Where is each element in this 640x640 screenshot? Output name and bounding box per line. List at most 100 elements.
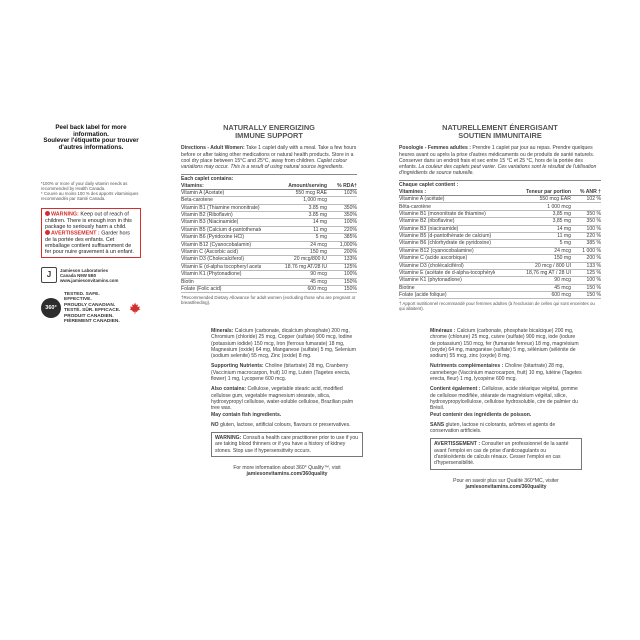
fr-minerals: Minéraux : Calcium (carbonate, phosphate…	[430, 328, 579, 360]
nutrient-percent: 102%	[343, 189, 357, 196]
nutrient-amount: 1 000 mcg	[547, 203, 571, 210]
nutrient-name: Beta-carotene	[181, 197, 213, 204]
fr-supporting: Nutriments complémentaires : Choline (bi…	[430, 363, 582, 383]
nutrient-name: Vitamin A (Acetate)	[181, 189, 225, 196]
fr-title: NATURELLEMENT ÉNERGISANT SOUTIEN IMMUNIT…	[442, 123, 558, 141]
nutrient-name: Vitamine B2 (riboflavine)	[399, 218, 455, 225]
nutrient-percent: 350 %	[586, 210, 601, 217]
english-ingredients: Minerals: Calcium (carbonate, dicalcium …	[211, 328, 363, 478]
nutrient-name: Vitamine D3 (cholécalciférol)	[399, 262, 464, 269]
table-row: Vitamine D3 (cholécalciférol) 20 mcg / 80…	[399, 263, 601, 270]
nutrient-amount: 90 mcg	[554, 277, 571, 284]
nutrient-percent: 385%	[343, 234, 357, 241]
fr-no-list: SANS gluten, lactose ni colorants, arôme…	[430, 421, 556, 435]
nutrient-percent: 1,000%	[339, 241, 357, 248]
nutrient-amount: 24 mcg	[554, 247, 571, 254]
en-also-contains: Also contains: Cellulose, vegetable stea…	[211, 386, 354, 418]
daily-needs-note: *100% or more of your daily vitamin need…	[41, 181, 139, 202]
nutrient-percent: 150 %	[586, 284, 601, 291]
table-row: Bêta-carotène 1 000 mcg	[399, 203, 601, 211]
nutrient-amount: 150 mg	[554, 255, 571, 262]
nutrient-amount: 5 mg	[559, 240, 571, 247]
nutrient-amount: 18.76 mg AT/28 IU	[284, 263, 327, 270]
nutrient-percent: 102 %	[586, 196, 601, 203]
nutrient-amount: 18,76 mg AT / 28 UI	[526, 270, 571, 277]
nutrient-name: Vitamin B6 (Pyridoxine HCl)	[181, 234, 245, 241]
nutrient-name: Vitamine C (acide ascorbique)	[399, 255, 468, 262]
en-nutrition-table: Each caplet contains: Vitamins: Amount/s…	[181, 174, 357, 294]
nutrient-amount: 45 mcg	[554, 284, 571, 291]
nutrient-name: Vitamine A (acétate)	[399, 196, 445, 203]
warning-dot-icon	[45, 211, 50, 217]
en-more-info: For more information about 360° Quality™…	[233, 465, 341, 478]
nutrient-percent: 150%	[343, 278, 357, 285]
nutrient-amount: 3,85 mg	[552, 210, 571, 217]
table-row: Vitamine B1 (mononitrate de thiamine) 3,8…	[399, 210, 601, 219]
nutrient-amount: 550 mcg RAE	[295, 189, 327, 196]
table-row: Vitamine E (acétate de d-alpha-tocophéry…	[399, 270, 601, 278]
nutrient-amount: 20 mcg / 800 UI	[535, 262, 571, 269]
nutrient-percent: 150%	[343, 285, 357, 292]
nutrient-amount: 90 mcg	[310, 271, 327, 278]
en-no-list: NO gluten, lactose, artificial colours, …	[211, 421, 351, 428]
nutrient-amount: 3.85 mg	[308, 212, 327, 219]
nutrient-percent: 350%	[343, 204, 357, 211]
company-info: J Jamieson Laboratories Canada N9W 5B0 w…	[41, 267, 141, 284]
nutrient-name: Vitamine B1 (mononitrate de thiamine)	[399, 210, 486, 217]
nutrient-amount: 11 mg	[557, 233, 571, 240]
nutrient-name: Vitamine B6 (chlorhydrate de pyridoxine)	[399, 240, 491, 247]
en-footnote: †Recommended Dietary Allowance for adult…	[181, 295, 356, 306]
quality-seal-row: 360° TESTED. SAFE. EFFECTIVE. PROUDLY CA…	[41, 292, 141, 324]
nutrient-amount: 14 mg	[312, 219, 327, 226]
nutrient-amount: 20 mcg/800 IU	[293, 256, 327, 263]
en-table-header: Vitamins: Amount/serving % RDA†	[181, 182, 357, 190]
fr-nutrition-table: Chaque caplet contient : Vitamines : Ten…	[399, 180, 601, 300]
nutrient-percent: 100%	[343, 271, 357, 278]
nutrient-percent: 200 %	[586, 255, 601, 262]
fr-directions: Posologie - Femmes adultes : Prendre 1 c…	[399, 145, 597, 177]
table-row: Vitamin D3 (Cholecalciferol) 20 mcg/800 I…	[181, 256, 357, 264]
nutrient-name: Biotin	[181, 278, 194, 285]
nutrient-percent: 125%	[343, 263, 357, 270]
fr-table-header: Vitamines : Teneur par portion % ANR †	[399, 188, 601, 197]
nutrient-name: Vitamine E (acétate de d-alpha-tocophéry…	[399, 270, 495, 277]
nutrient-name: Folate (acide folique)	[399, 292, 447, 299]
table-row: Biotine 45 mcg 150 %	[399, 284, 601, 293]
en-minerals: Minerals: Calcium (carbonate, dicalcium …	[211, 328, 356, 360]
nutrient-percent: 100%	[343, 219, 357, 226]
warning-fr: AVERTISSEMENT : Garder hors de la portée…	[45, 230, 135, 255]
nutrient-amount: 3,85 mg	[552, 218, 571, 225]
iron-warning-box: WARNING: Keep out of reach of children. …	[41, 208, 141, 259]
nutrient-percent: 125 %	[586, 270, 601, 277]
en-title: NATURALLY ENERGIZING IMMUNE SUPPORT	[223, 123, 315, 141]
fr-warning-box: AVERTISSEMENT : Consulter un professionn…	[430, 438, 582, 470]
left-panel: Peel back label for more information. So…	[41, 124, 141, 324]
french-panel: NATURELLEMENT ÉNERGISANT SOUTIEN IMMUNIT…	[399, 123, 601, 311]
nutrient-name: Vitamin B5 (Calcium d-pantothenate)	[181, 226, 261, 233]
nutrient-name: Bêta-carotène	[399, 203, 431, 210]
nutrient-percent: 133 %	[586, 262, 601, 269]
table-row: Vitamin B5 (Calcium d-pantothenate) 11 mg…	[181, 226, 357, 235]
warning-dot-icon	[45, 230, 50, 236]
nutrient-percent: 350%	[343, 212, 357, 219]
nutrient-name: Vitamin D3 (Cholecalciferol)	[181, 256, 245, 263]
nutrient-amount: 150 mg	[310, 249, 327, 256]
nutrient-name: Vitamine B3 (niacinamide)	[399, 225, 459, 232]
nutrient-name: Biotine	[399, 284, 415, 291]
360-seal-icon: 360°	[41, 298, 61, 319]
nutrient-amount: 11 mg	[313, 226, 327, 233]
nutrient-percent: 385 %	[586, 240, 601, 247]
nutrient-percent: 150 %	[586, 292, 601, 299]
peel-back-notice: Peel back label for more information. So…	[43, 124, 139, 151]
